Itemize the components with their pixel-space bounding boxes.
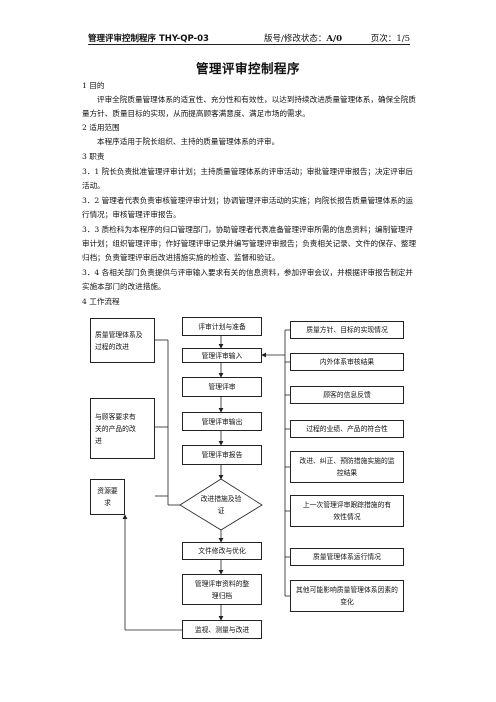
center-box-1: 评审计划与准备 <box>182 317 262 336</box>
center-box-1-label: 评审计划与准备 <box>198 322 246 331</box>
right-box-1: 质量方针、目标的实现情况 <box>290 321 404 339</box>
right-box-2: 内外体系审核结果 <box>290 353 404 371</box>
page-header: 管理评审控制程序 THY-QP-03 版号/修改状态：A/0 页次：1/5 <box>88 30 410 45</box>
right-box-7: 质量管理体系运行情况 <box>290 548 404 566</box>
center-box-5-label: 管理评审报告 <box>201 451 243 459</box>
version-status: 版号/修改状态：A/0 <box>264 32 342 44</box>
center-box-7: 文件修改与优化 <box>182 542 262 560</box>
left-box-3-label: 资源要求 <box>97 487 118 507</box>
right-box-4: 过程的业绩、产品的符合性 <box>290 420 404 438</box>
right-box-5: 改进、纠正、预防措施实施的监控结果 <box>290 451 404 483</box>
left-box-1-label: 质量管理体系及过程的改进 <box>95 330 143 351</box>
center-box-4-label: 管理评审输出 <box>201 417 243 426</box>
center-box-5: 管理评审报告 <box>182 445 262 465</box>
left-box-2-label: 与顾客要求有关的产品的改进 <box>95 412 136 445</box>
right-box-5-label: 改进、纠正、预防措施实施的监控结果 <box>299 457 395 477</box>
section-3-1: 3．1 院长负责批准管理评审计划；主持质量管理体系的评审活动；审批管理评审报告；… <box>82 167 414 190</box>
decision-diamond <box>179 478 263 531</box>
center-box-2: 管理评审输入 <box>182 348 262 363</box>
section-3-2: 3．2 管理者代表负责审核管理评审计划；协调管理评审活动的实施；向院长报告质量管… <box>82 196 414 219</box>
right-box-3-label: 顾客的信息反馈 <box>323 391 371 399</box>
right-box-1-label: 质量方针、目标的实现情况 <box>306 326 388 334</box>
right-box-8: 其他可能影响质量管理体系因素的变化 <box>290 580 404 612</box>
page-value: 1/5 <box>396 34 410 44</box>
right-box-6: 上一次管理评审跟踪措施的有效性情况 <box>290 495 404 527</box>
left-box-3: 资源要求 <box>90 479 125 515</box>
left-box-2: 与顾客要求有关的产品的改进 <box>90 398 155 459</box>
right-box-3: 顾客的信息反馈 <box>290 386 404 404</box>
document-title: 管理评审控制程序 <box>195 61 300 76</box>
center-box-9: 监视、测量与改进 <box>182 620 262 639</box>
section-3-4: 3．4 各相关部门负责提供与评审输入要求有关的信息资料，参加评审会议，并根据评审… <box>82 268 414 291</box>
section-1-heading: 1 目的 <box>82 81 105 90</box>
version-value: A/0 <box>326 34 342 44</box>
left-box-1: 质量管理体系及过程的改进 <box>90 318 155 363</box>
doc-title-header: 管理评审控制程序 THY-QP-03 <box>88 34 209 44</box>
section-1-text: 评审全院质量管理体系的适宜性、充分性和有效性，以达到持续改进质量管理体系，确保全… <box>82 95 416 118</box>
page-number: 页次：1/5 <box>371 32 410 44</box>
right-box-2-label: 内外体系审核结果 <box>319 358 375 366</box>
page-label: 页次： <box>370 34 397 44</box>
section-4-heading: 4 工作流程 <box>82 297 120 306</box>
decision-label: 改进措施及验证 <box>200 495 242 515</box>
center-box-2-label: 管理评审输入 <box>201 351 243 360</box>
section-3-heading: 3 职责 <box>82 152 105 161</box>
section-2-text: 本程序适用于院长组织、主持的质量管理体系的评审。 <box>97 137 280 146</box>
section-2-heading: 2 适用范围 <box>82 123 120 132</box>
center-box-7-label: 文件修改与优化 <box>198 547 246 555</box>
right-box-8-label: 其他可能影响质量管理体系因素的变化 <box>296 586 398 606</box>
center-box-9-label: 监视、测量与改进 <box>194 625 250 634</box>
center-box-3: 管理评审 <box>182 377 262 397</box>
section-3-3: 3．3 质检科为本程序的归口管理部门，协助管理者代表准备管理评审所需的信息资料；… <box>82 225 417 262</box>
center-box-3-label: 管理评审 <box>208 383 236 391</box>
right-box-4-label: 过程的业绩、产品的符合性 <box>306 425 388 433</box>
center-box-8: 管理评审资料的整理归档 <box>182 574 262 605</box>
center-box-4: 管理评审输出 <box>182 412 262 431</box>
right-box-6-label: 上一次管理评审跟踪措施的有效性情况 <box>302 501 392 521</box>
center-box-8-label: 管理评审资料的整理归档 <box>194 579 250 600</box>
version-label: 版号/修改状态： <box>264 34 327 44</box>
right-box-7-label: 质量管理体系运行情况 <box>313 553 381 561</box>
